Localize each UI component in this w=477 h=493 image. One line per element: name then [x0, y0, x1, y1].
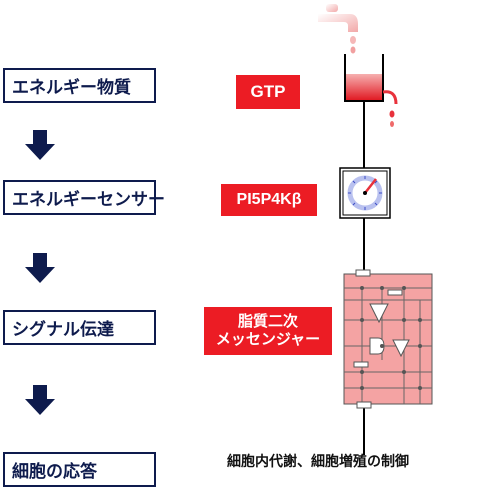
- stage-energy-substance: エネルギー物質: [3, 68, 156, 103]
- faucet-icon: [318, 4, 358, 54]
- lipid-messenger-label: 脂質二次 メッセンジャー: [204, 307, 332, 355]
- pi5p4kb-text: PI5P4Kβ: [236, 191, 302, 208]
- pi5p4kb-label: PI5P4Kβ: [221, 184, 317, 216]
- gtp-label: GTP: [236, 75, 300, 109]
- circuit-board-icon: [343, 269, 433, 409]
- stage-label: 細胞の応答: [12, 462, 97, 482]
- lipid-messenger-line-1: 脂質二次: [237, 313, 298, 330]
- down-arrow-icon: [25, 385, 55, 415]
- stage-cell-response: 細胞の応答: [3, 452, 156, 487]
- stage-label: シグナル伝達: [12, 320, 114, 340]
- water-tank-icon: [344, 54, 398, 127]
- lipid-messenger-line-2: メッセンジャー: [215, 331, 321, 348]
- gtp-text: GTP: [250, 82, 286, 101]
- response-caption: 細胞内代謝、細胞増殖の制御: [227, 454, 409, 470]
- stage-signal-transduction: シグナル伝達: [3, 310, 156, 345]
- stage-label: エネルギー物質: [12, 78, 131, 98]
- stage-label: エネルギーセンサー: [12, 190, 165, 210]
- down-arrow-icon: [25, 253, 55, 283]
- stage-energy-sensor: エネルギーセンサー: [3, 180, 165, 215]
- gauge-meter-icon: [339, 167, 391, 219]
- down-arrow-icon: [25, 130, 55, 160]
